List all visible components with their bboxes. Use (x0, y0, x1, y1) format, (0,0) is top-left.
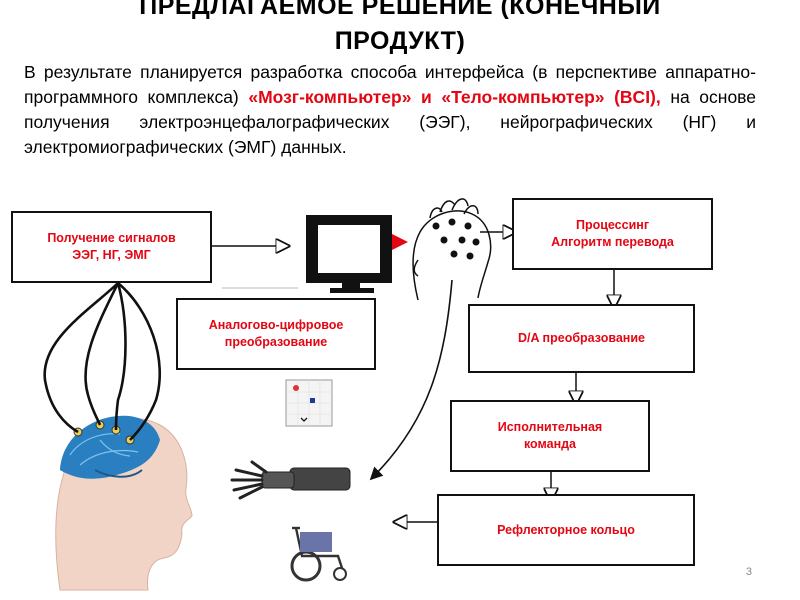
signals-line2: ЭЭГ, НГ, ЭМГ (72, 248, 151, 262)
reflex-label: Рефлекторное кольцо (497, 522, 635, 537)
intro-text-2: на основе получения электроэнцефалографи… (24, 87, 757, 157)
intro-paragraph: В результате планируется разработка спос… (24, 60, 756, 160)
brain-head-icon (55, 415, 193, 591)
page-title-line1: ПРЕДЛАГАЕМОЕ РЕШЕНИЕ (КОНЕЧНЫЙ (139, 0, 661, 20)
adc-box: Аналогово-цифровое преобразование (176, 298, 376, 370)
arrow-head-to-arm (369, 279, 453, 481)
exec-box: Исполнительная команда (450, 400, 650, 472)
page-title-line2: ПРОДУКТ) (334, 27, 466, 55)
monitor-icon (306, 215, 392, 293)
da-label: D/A преобразование (518, 331, 645, 345)
page-number: 3 (745, 566, 752, 578)
robot-arm-icon (230, 460, 351, 500)
wheelchair-icon (290, 526, 347, 582)
electrode-wires (43, 282, 161, 441)
processing-line2: Алгоритм перевода (551, 235, 674, 249)
processing-line1: Процессинг (575, 218, 650, 232)
intro-text-1: В результате планируется разработка спос… (24, 62, 756, 107)
signals-line1: Получение сигналов (47, 231, 176, 245)
adc-line2: преобразование (224, 335, 328, 349)
da-box: D/A преобразование (468, 304, 695, 373)
exec-line2: команда (523, 437, 577, 451)
reflex-box: Рефлекторное кольцо (437, 494, 695, 566)
adc-line1: Аналогово-цифровое (208, 318, 344, 332)
grid-screen-icon (285, 379, 333, 427)
intro-bci-highlight: «Мозг-компьютер» и «Тело-компьютер» (BCI… (248, 87, 661, 107)
head-electrodes-icon (412, 198, 492, 301)
exec-line1: Исполнительная (497, 420, 603, 434)
